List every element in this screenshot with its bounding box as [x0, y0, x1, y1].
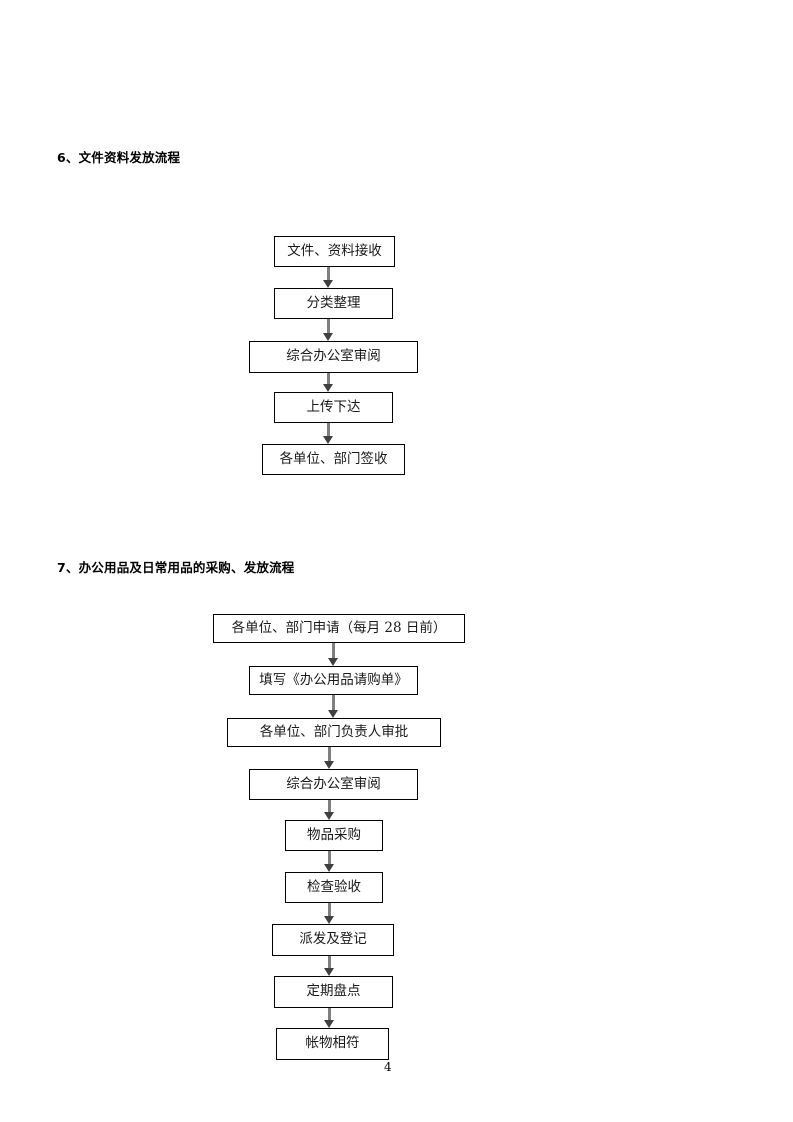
flow-arrow-11 — [324, 956, 335, 976]
flow-arrow-5 — [328, 643, 339, 666]
flow-node-file-receive: 文件、资料接收 — [274, 236, 395, 267]
flow-arrow-10 — [324, 903, 335, 924]
flow-arrow-6 — [328, 695, 339, 718]
flow-node-goods-purchase: 物品采购 — [285, 820, 383, 851]
flow-arrow-2 — [323, 319, 334, 341]
flow-arrow-4 — [323, 423, 334, 444]
flow-node-office-review: 综合办公室审阅 — [249, 341, 418, 373]
flow-arrow-12 — [324, 1008, 335, 1028]
flow-node-periodic-inventory: 定期盘点 — [274, 976, 393, 1008]
section-heading-6: 6、文件资料发放流程 — [57, 150, 181, 165]
flow-node-dept-head-approval: 各单位、部门负责人审批 — [227, 718, 441, 747]
flow-node-account-goods-match: 帐物相符 — [276, 1028, 389, 1060]
flow-arrow-8 — [324, 800, 335, 820]
flow-arrow-9 — [324, 851, 335, 872]
flow-node-classify-organize: 分类整理 — [274, 288, 393, 319]
flow-node-distribution-registration: 派发及登记 — [272, 924, 394, 956]
flow-node-upload-downward: 上传下达 — [274, 392, 393, 423]
flow-node-fill-requisition-form: 填写《办公用品请购单》 — [249, 666, 418, 695]
flow-node-unit-dept-application: 各单位、部门申请（每月 28 日前） — [213, 614, 465, 643]
flow-arrow-1 — [323, 267, 334, 288]
flow-node-office-review-2: 综合办公室审阅 — [249, 769, 418, 800]
flow-node-unit-dept-signoff: 各单位、部门签收 — [262, 444, 405, 475]
flow-arrow-3 — [323, 373, 334, 392]
flow-node-inspection-acceptance: 检查验收 — [285, 872, 383, 903]
section-heading-7: 7、办公用品及日常用品的采购、发放流程 — [57, 560, 295, 575]
page-number: 4 — [384, 1060, 392, 1074]
flow-arrow-7 — [324, 747, 335, 769]
